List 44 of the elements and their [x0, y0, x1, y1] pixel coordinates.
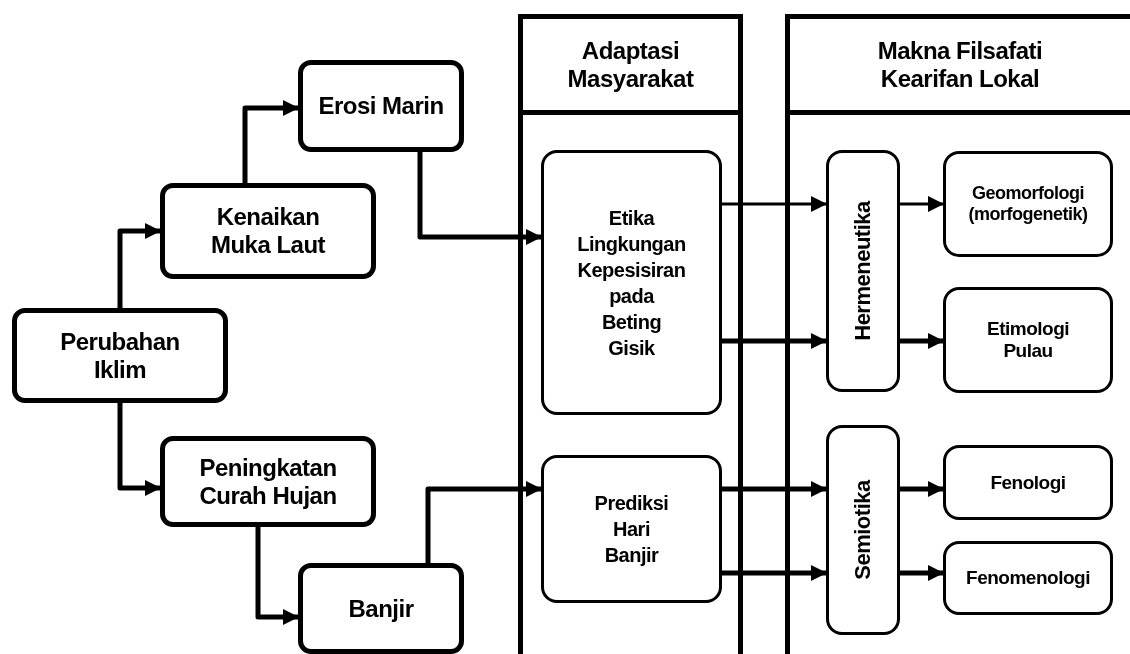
vertical-label-box — [826, 425, 900, 635]
arrow — [722, 196, 827, 212]
arrow — [722, 333, 827, 349]
node-label: Etimologi Pulau — [985, 318, 1071, 362]
node-label: Erosi Marin — [318, 92, 444, 120]
arrow — [425, 481, 542, 563]
arrow — [117, 403, 161, 496]
process-box — [160, 436, 376, 527]
rounded-box — [943, 151, 1113, 257]
arrow — [242, 100, 299, 183]
vertical-label-box — [826, 150, 900, 392]
lane-title: Makna Filsafati Kearifan Lokal — [876, 36, 1044, 93]
arrow — [900, 196, 944, 212]
node-label: Geomorfologi (morfogenetik) — [967, 183, 1089, 225]
node-label: Fenologi — [990, 471, 1066, 494]
node-label: Banjir — [348, 594, 414, 623]
arrow — [722, 481, 827, 497]
process-box — [12, 308, 228, 403]
rounded-box — [943, 541, 1113, 615]
process-box — [160, 183, 376, 279]
lane-title: Adaptasi Masyarakat — [566, 36, 695, 93]
rounded-box — [943, 287, 1113, 393]
arrow — [900, 565, 944, 581]
node-label: Hermeneutika — [850, 201, 876, 341]
arrow — [900, 481, 944, 497]
rounded-box — [541, 455, 722, 603]
rounded-box — [541, 150, 722, 415]
node-label: Perubahan Iklim — [59, 327, 181, 384]
arrow — [117, 223, 161, 308]
node-label: Semiotika — [850, 480, 876, 580]
rounded-box — [943, 445, 1113, 520]
node-label: Fenomenologi — [966, 567, 1090, 589]
arrow — [900, 333, 944, 349]
arrow — [417, 152, 542, 245]
node-label: Kenaikan Muka Laut — [209, 203, 327, 259]
swimlane — [518, 14, 743, 654]
process-box — [298, 563, 464, 654]
arrow — [255, 527, 299, 625]
process-box — [298, 60, 464, 152]
node-label: Etika Lingkungan Kepesisiran pada Beting Gisik — [576, 205, 687, 361]
swimlane — [785, 14, 1130, 654]
node-label: Peningkatan Curah Hujan — [198, 453, 338, 510]
node-label: Prediksi Hari Banjir — [593, 491, 670, 568]
arrow — [722, 565, 827, 581]
